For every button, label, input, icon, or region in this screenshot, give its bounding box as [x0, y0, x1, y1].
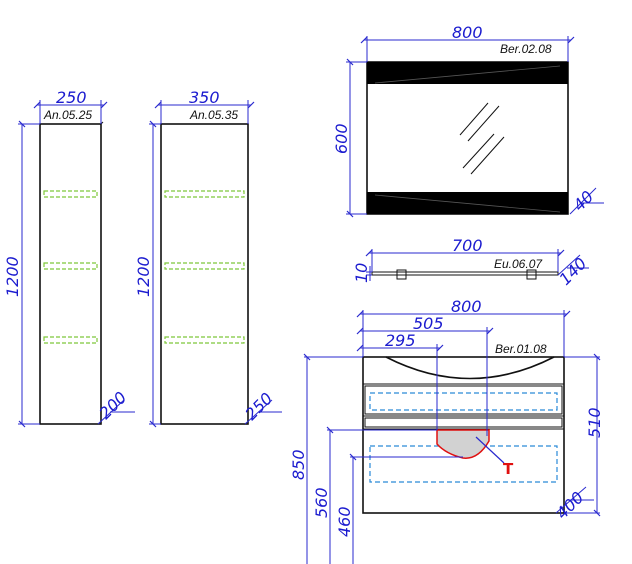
width-label: 800 — [451, 297, 482, 316]
vanity-body — [362, 356, 565, 514]
shelf-bracket — [396, 269, 407, 280]
width-label: 800 — [452, 23, 483, 42]
depth-label: 140 — [555, 254, 590, 289]
height-label: 600 — [332, 123, 351, 154]
width-label: 250 — [56, 88, 87, 107]
vanity-depth-label: 400 — [552, 488, 587, 523]
cabinet-large: 350 An.05.35 1200 250 — [134, 88, 282, 428]
height-850-label: 850 — [289, 449, 308, 480]
siphon-marker: T — [503, 460, 514, 478]
depth-label: 250 — [241, 389, 276, 424]
product-code: Ber.02.08 — [500, 42, 552, 56]
glass-shelf — [164, 190, 245, 198]
cabinet-small: 250 An.05.25 1200 200 — [3, 88, 135, 428]
height-label: 1200 — [3, 256, 22, 297]
vanity-divider — [364, 417, 563, 428]
width-label: 350 — [189, 88, 220, 107]
basin-bowl — [385, 356, 555, 380]
siphon-cutout — [436, 429, 490, 459]
product-code: Ber.01.08 — [495, 342, 547, 356]
vanity-unit: T 800 505 295 Ber.01.08 510 400 850 560 — [289, 297, 604, 564]
height-label: 1200 — [134, 256, 153, 297]
shelf-bracket — [526, 269, 537, 280]
mirror-frame — [366, 61, 569, 215]
cabinet-small-body — [39, 123, 102, 425]
shelf-glass — [371, 271, 559, 276]
drawer-dashed-outline — [369, 392, 558, 411]
glass-shelf — [164, 262, 245, 270]
height-560-label: 560 — [312, 487, 331, 518]
basin-offset-label: 505 — [413, 314, 444, 333]
height-460-label: 460 — [335, 506, 354, 537]
mirror: 800 Ber.02.08 600 40 — [332, 23, 604, 218]
vanity-height-label: 510 — [585, 407, 604, 438]
glass-reflection-icon — [459, 102, 505, 175]
vanity-upper-drawer — [364, 385, 563, 415]
thickness-label: 10 — [352, 263, 371, 283]
mirror-top-band — [367, 62, 568, 84]
product-code: An.05.25 — [43, 108, 92, 122]
glass-shelf — [43, 336, 98, 344]
drawer-dashed-outline — [369, 445, 558, 483]
mirror-bottom-band — [367, 192, 568, 214]
product-code: Eu.06.07 — [494, 257, 543, 271]
product-code: An.05.35 — [189, 108, 238, 122]
glass-shelf — [43, 262, 98, 270]
glass-shelf — [164, 336, 245, 344]
width-label: 700 — [452, 236, 483, 255]
shelf: 700 Eu.06.07 10 140 — [352, 236, 590, 289]
siphon-leader — [475, 436, 505, 464]
drain-offset-label: 295 — [385, 331, 416, 350]
glass-shelf — [43, 190, 98, 198]
cabinet-large-body — [160, 123, 249, 425]
